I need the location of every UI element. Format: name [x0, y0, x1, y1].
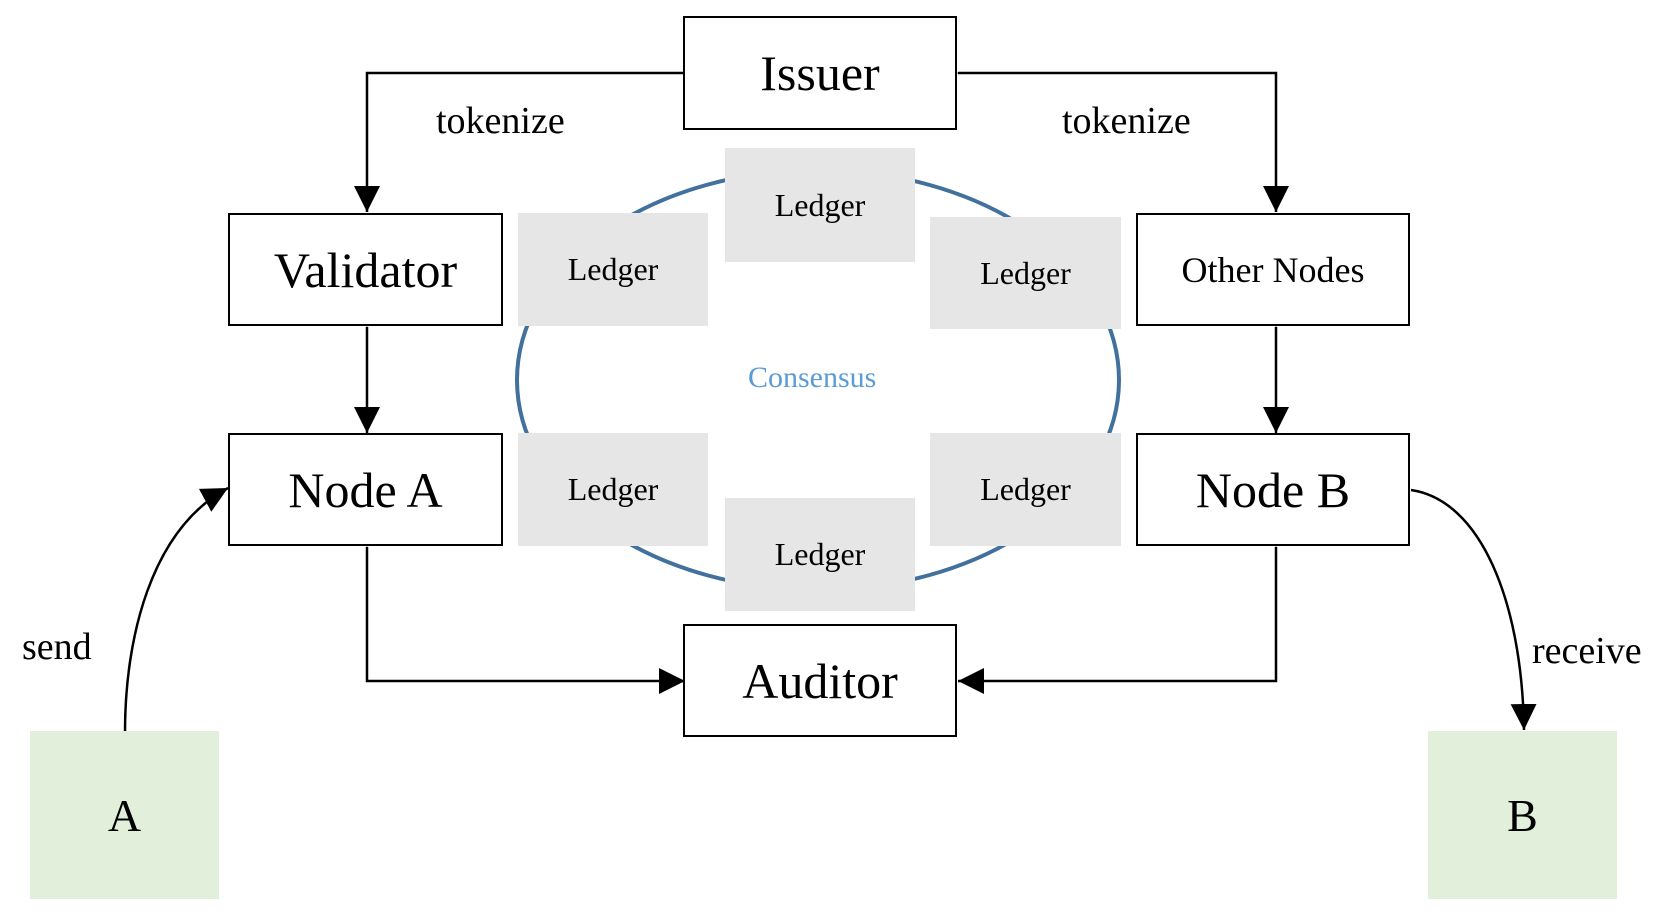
send-label: send: [22, 626, 92, 668]
node-a: Node A: [228, 433, 503, 546]
edge-send: [123, 486, 229, 733]
ledger-upper-right: Ledger: [930, 217, 1121, 329]
ledger-label: Ledger: [774, 186, 866, 223]
other-nodes-node: Other Nodes: [1136, 213, 1410, 326]
endpoint-b-label: B: [1507, 789, 1538, 841]
validator-node: Validator: [228, 213, 503, 326]
node-b-label: Node B: [1195, 461, 1351, 518]
endpoint-a-label: A: [107, 789, 142, 841]
receive-label: receive: [1532, 630, 1642, 672]
auditor-node: Auditor: [683, 624, 957, 737]
node-a-label: Node A: [288, 461, 443, 518]
tokenize-left-label: tokenize: [436, 100, 565, 142]
validator-label: Validator: [273, 241, 458, 298]
other-nodes-label: Other Nodes: [1181, 249, 1365, 290]
endpoint-b: B: [1428, 731, 1617, 899]
issuer-label: Issuer: [760, 45, 880, 101]
ledger-bottom: Ledger: [725, 498, 915, 611]
node-b: Node B: [1136, 433, 1410, 546]
endpoint-a: A: [30, 731, 219, 899]
ledger-lower-right: Ledger: [930, 433, 1121, 546]
edge-node-a-auditor: [354, 521, 685, 694]
ledger-top: Ledger: [725, 148, 915, 262]
consensus-label: Consensus: [748, 361, 877, 394]
ledger-label: Ledger: [980, 254, 1071, 291]
ledger-label: Ledger: [567, 471, 659, 507]
ledger-lower-left: Ledger: [518, 433, 708, 546]
issuer-node: Issuer: [683, 16, 957, 130]
edge-issuer-validator: [354, 60, 711, 212]
auditor-label: Auditor: [742, 652, 898, 709]
edge-node-b-auditor: [958, 521, 1289, 694]
tokenize-right-label: tokenize: [1062, 100, 1191, 142]
ledger-upper-left: Ledger: [518, 213, 708, 326]
edge-issuer-other-nodes: [932, 60, 1289, 212]
ledger-label: Ledger: [774, 536, 866, 572]
edge-receive: [1410, 488, 1537, 731]
ledger-label: Ledger: [980, 471, 1071, 507]
ledger-label: Ledger: [567, 251, 659, 287]
